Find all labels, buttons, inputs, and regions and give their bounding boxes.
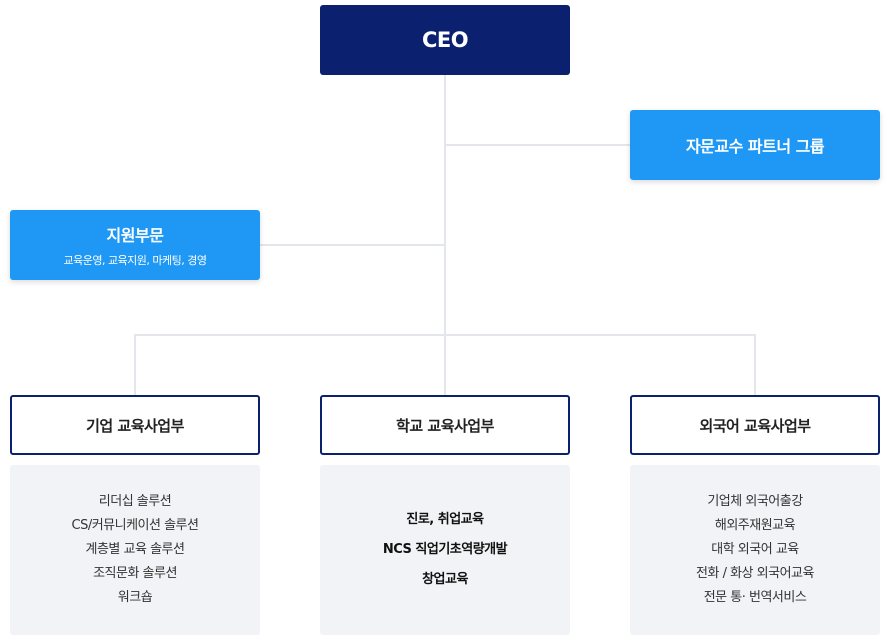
ceo-node: CEO [320, 5, 570, 75]
connector-branch-center [444, 334, 446, 395]
division-school-title: 학교 교육사업부 [396, 416, 494, 435]
list-item: 조직문화 솔루션 [93, 566, 177, 581]
list-item: CS/커뮤니케이션 솔루션 [71, 518, 199, 533]
division-language-details: 기업체 외국어출강 해외주재원교육 대학 외국어 교육 전화 / 화상 외국어교… [630, 465, 880, 635]
advisory-group-label: 자문교수 파트너 그룹 [685, 137, 825, 156]
connector-branch-right [754, 334, 756, 395]
division-corporate-title: 기업 교육사업부 [86, 416, 184, 435]
list-item: 워크숍 [117, 590, 153, 605]
support-division-node: 지원부문 교육운영, 교육지원, 마케팅, 경영 [10, 210, 260, 280]
connector-trunk [444, 75, 446, 335]
list-item: 전문 통· 번역서비스 [703, 590, 807, 605]
list-item: 창업교육 [422, 572, 468, 587]
support-division-subtitle: 교육운영, 교육지원, 마케팅, 경영 [63, 254, 207, 267]
ceo-label: CEO [421, 28, 469, 52]
support-division-title: 지원부문 [106, 226, 164, 245]
connector-advisory [445, 144, 630, 146]
advisory-group-node: 자문교수 파트너 그룹 [630, 110, 880, 180]
division-corporate-details: 리더십 솔루션 CS/커뮤니케이션 솔루션 계층별 교육 솔루션 조직문화 솔루… [10, 465, 260, 635]
division-school: 학교 교육사업부 [320, 395, 570, 455]
list-item: 해외주재원교육 [714, 518, 796, 533]
connector-support [260, 244, 445, 246]
list-item: 기업체 외국어출강 [707, 494, 803, 509]
division-language: 외국어 교육사업부 [630, 395, 880, 455]
list-item: 전화 / 화상 외국어교육 [696, 566, 814, 581]
list-item: NCS 직업기초역량개발 [382, 542, 508, 557]
list-item: 리더십 솔루션 [98, 494, 172, 509]
division-language-title: 외국어 교육사업부 [699, 416, 811, 435]
list-item: 진로, 취업교육 [406, 512, 484, 527]
list-item: 대학 외국어 교육 [711, 542, 799, 557]
list-item: 계층별 교육 솔루션 [85, 542, 185, 557]
division-school-details: 진로, 취업교육 NCS 직업기초역량개발 창업교육 [320, 465, 570, 635]
connector-branch-left [134, 334, 136, 395]
division-corporate: 기업 교육사업부 [10, 395, 260, 455]
